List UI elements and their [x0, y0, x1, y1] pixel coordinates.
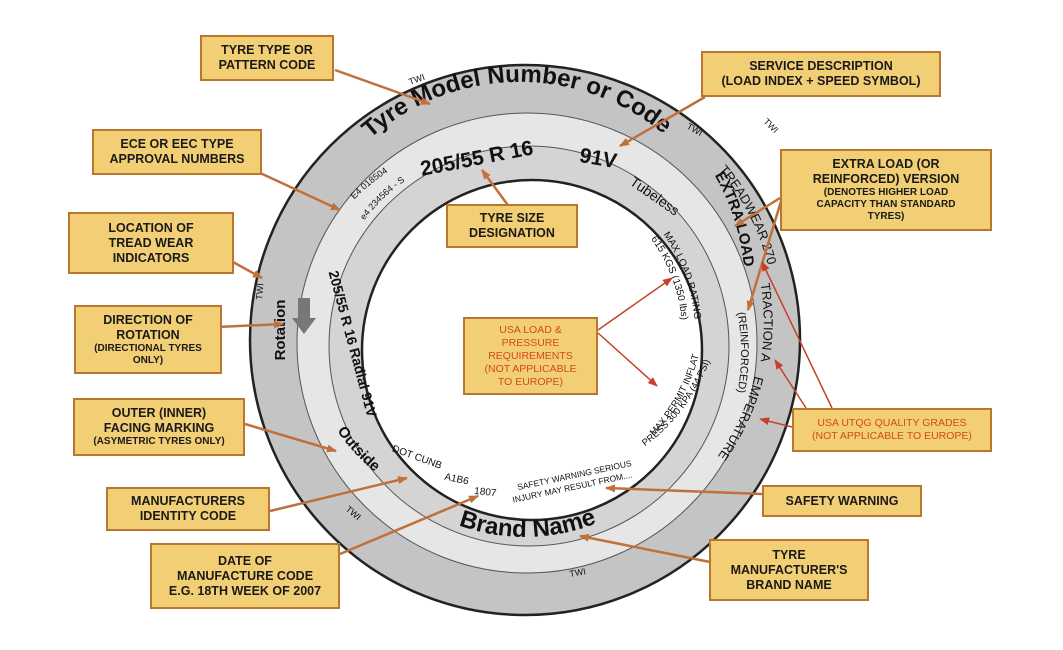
label-direction-main: DIRECTION OF ROTATION [103, 312, 193, 342]
label-outer-main: OUTER (INNER) FACING MARKING [103, 406, 215, 435]
arrow-usa-load-2 [597, 332, 658, 387]
label-tyre-size: TYRE SIZE DESIGNATION [446, 204, 578, 248]
arrow-tyre-type [334, 68, 431, 106]
label-ece-approval: ECE OR EEC TYPE APPROVAL NUMBERS [92, 129, 262, 175]
arrow-utqg-1 [761, 261, 833, 409]
arrow-utqg-3 [759, 417, 793, 428]
label-brand-name: TYRE MANUFACTURER'S BRAND NAME [709, 539, 869, 601]
label-direction: DIRECTION OF ROTATION (DIRECTIONAL TYRES… [74, 305, 222, 374]
label-utqg: USA UTQG QUALITY GRADES (NOT APPLICABLE … [792, 408, 992, 452]
arrow-utqg-2 [774, 359, 807, 409]
arrow-extra-load-2 [746, 197, 784, 311]
label-service-description: SERVICE DESCRIPTION (LOAD INDEX + SPEED … [701, 51, 941, 97]
rotation-arrow-icon [292, 298, 316, 334]
label-outer-sub: (ASYMETRIC TYRES ONLY) [93, 436, 225, 447]
twi-marker-left: TWI [254, 283, 265, 300]
arrow-extra-load-1 [734, 196, 781, 228]
label-extra-load-sub: (DENOTES HIGHER LOAD CAPACITY THAN STAND… [816, 187, 956, 222]
tyre-reinforced-text: (REINFORCED) [735, 311, 751, 394]
tyre-dot-code-text: A1B6 [443, 472, 470, 488]
label-direction-sub: (DIRECTIONAL TYRES ONLY) [94, 342, 202, 366]
arrow-date [339, 494, 479, 556]
label-tread-wear: LOCATION OF TREAD WEAR INDICATORS [68, 212, 234, 274]
tyre-date-code-text: 1807 [474, 486, 498, 499]
tyre-traction-text: TRACTION A [758, 282, 776, 364]
arrow-usa-load-1 [597, 277, 673, 331]
label-outer-facing: OUTER (INNER) FACING MARKING (ASYMETRIC … [73, 398, 245, 456]
arrow-service [619, 95, 706, 148]
arrow-direction [216, 320, 284, 329]
label-extra-load: EXTRA LOAD (OR REINFORCED) VERSION (DENO… [780, 149, 992, 231]
label-safety-warning: SAFETY WARNING [762, 485, 922, 517]
arrow-tread-wear [232, 260, 263, 280]
leader-arrows [216, 68, 784, 564]
arrow-brand [579, 533, 711, 564]
label-tyre-type: TYRE TYPE OR PATTERN CODE [200, 35, 334, 81]
red-leader-arrows [597, 261, 833, 428]
tyre-rotation-text: Rotation [272, 300, 289, 361]
arrow-safety [605, 484, 763, 496]
arrow-manufacturer-id [269, 476, 408, 513]
twi-marker-bottom: TWI [569, 566, 587, 579]
arrow-ece [257, 170, 341, 212]
twi-marker-right: TWI [762, 116, 781, 135]
label-extra-load-main: EXTRA LOAD (OR REINFORCED) VERSION [812, 157, 960, 186]
arrow-tyre-size [480, 169, 512, 209]
label-manufacturer-id: MANUFACTURERS IDENTITY CODE [106, 487, 270, 531]
label-date-of-manufacture: DATE OF MANUFACTURE CODE E.G. 18TH WEEK … [150, 543, 340, 609]
arrow-outer [244, 422, 337, 453]
label-usa-load: USA LOAD & PRESSURE REQUIREMENTS (NOT AP… [463, 317, 598, 395]
